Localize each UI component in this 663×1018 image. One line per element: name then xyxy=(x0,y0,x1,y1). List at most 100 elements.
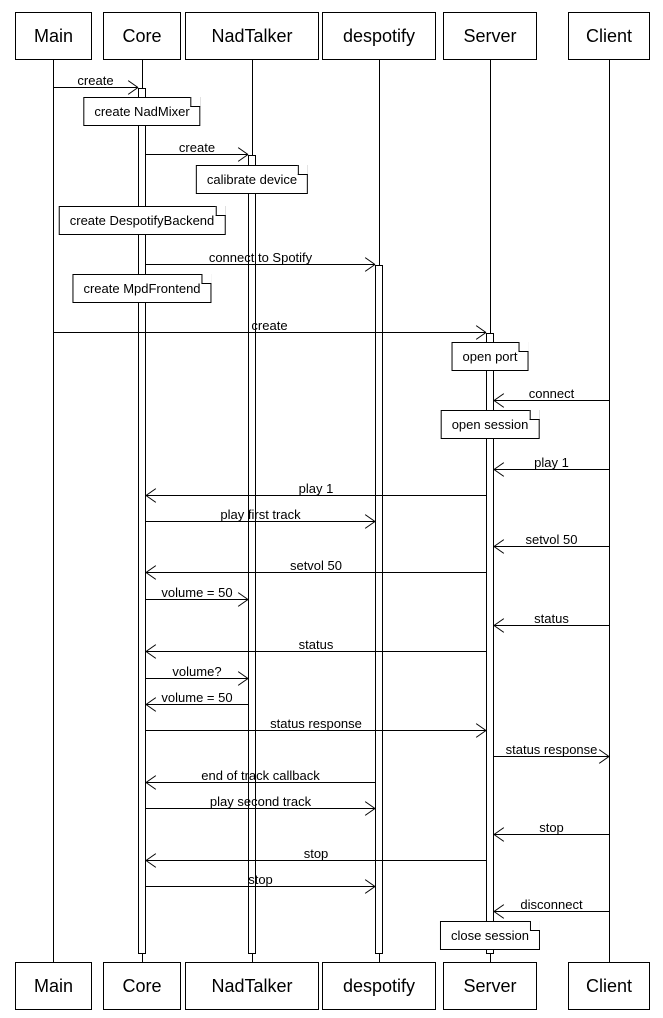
message-line xyxy=(146,704,248,705)
message-line xyxy=(146,808,375,809)
arrowhead-icon xyxy=(493,400,505,408)
message-line xyxy=(494,911,609,912)
arrowhead-icon xyxy=(493,625,505,633)
message-label: volume = 50 xyxy=(161,690,233,705)
message-line xyxy=(494,546,609,547)
message-line xyxy=(53,87,138,88)
arrowhead-icon xyxy=(475,730,487,738)
message-label: play 1 xyxy=(534,455,569,470)
actor-top-client: Client xyxy=(568,12,650,60)
message-04-connect: connect xyxy=(493,384,609,408)
note-text: open session xyxy=(451,417,529,432)
actor-bottom-server: Server xyxy=(443,962,537,1010)
arrowhead-icon xyxy=(237,599,249,607)
message-00-create: create xyxy=(53,71,139,95)
activation-server xyxy=(486,333,494,954)
activation-despotify xyxy=(375,265,383,954)
message-14-volume-50-return: volume = 50 xyxy=(145,688,248,712)
arrowhead-icon xyxy=(364,886,376,894)
message-label: play second track xyxy=(209,794,312,809)
message-label: status xyxy=(298,637,334,652)
message-label: create xyxy=(251,318,288,333)
actor-bottom-client: Client xyxy=(568,962,650,1010)
arrowhead-icon xyxy=(237,154,249,162)
lifeline-main xyxy=(53,60,54,962)
message-12-status: status xyxy=(145,635,486,659)
actor-bottom-main: Main xyxy=(15,962,92,1010)
message-label: volume = 50 xyxy=(161,585,233,600)
message-21-stop: stop xyxy=(146,870,376,894)
note-create-despotifybackend: create DespotifyBackend xyxy=(58,206,226,235)
message-label: status response xyxy=(270,716,362,731)
message-label: volume? xyxy=(172,664,222,679)
actor-top-main: Main xyxy=(15,12,92,60)
message-line xyxy=(146,495,486,496)
message-label: status xyxy=(534,611,569,626)
message-07-play-first-track: play first track xyxy=(146,505,376,529)
message-label: play 1 xyxy=(298,481,334,496)
message-line xyxy=(146,678,248,679)
arrowhead-icon xyxy=(598,756,610,764)
message-label: create xyxy=(77,73,114,88)
message-label: stop xyxy=(303,846,329,861)
message-line xyxy=(146,521,375,522)
message-16-status-response: status response xyxy=(494,740,610,764)
note-text: close session xyxy=(450,928,530,943)
note-fold-icon xyxy=(530,921,541,931)
arrowhead-icon xyxy=(493,834,505,842)
message-line xyxy=(146,154,248,155)
message-01-create: create xyxy=(146,138,249,162)
message-line xyxy=(494,625,609,626)
message-line xyxy=(146,860,486,861)
arrowhead-icon xyxy=(145,651,157,659)
message-label: setvol 50 xyxy=(525,532,578,547)
message-05-play-1: play 1 xyxy=(493,453,609,477)
arrowhead-icon xyxy=(493,469,505,477)
message-label: play first track xyxy=(220,507,301,522)
note-fold-icon xyxy=(518,342,529,352)
message-line xyxy=(146,730,486,731)
note-text: create MpdFrontend xyxy=(83,281,201,296)
note-open-port: open port xyxy=(451,342,529,371)
note-fold-icon xyxy=(201,274,212,284)
note-text: create DespotifyBackend xyxy=(69,213,215,228)
arrowhead-icon xyxy=(145,704,157,712)
note-fold-icon xyxy=(190,97,201,107)
message-09-setvol-50: setvol 50 xyxy=(145,556,486,580)
arrowhead-icon xyxy=(475,332,487,340)
message-label: setvol 50 xyxy=(289,558,343,573)
message-label: stop xyxy=(539,820,564,835)
message-line xyxy=(146,782,375,783)
message-label: end of track callback xyxy=(201,768,320,783)
message-18-play-second-track: play second track xyxy=(146,792,376,816)
message-line xyxy=(494,400,609,401)
note-text: calibrate device xyxy=(206,172,298,187)
arrowhead-icon xyxy=(145,782,157,790)
actor-top-nadtalker: NadTalker xyxy=(185,12,319,60)
message-17-end-of-track-callback: end of track callback xyxy=(145,766,375,790)
arrowhead-icon xyxy=(493,546,505,554)
message-label: create xyxy=(178,140,216,155)
actor-top-core: Core xyxy=(103,12,181,60)
activation-core xyxy=(138,88,146,954)
arrowhead-icon xyxy=(145,860,157,868)
message-20-stop: stop xyxy=(145,844,486,868)
arrowhead-icon xyxy=(493,911,505,919)
message-line xyxy=(146,886,375,887)
message-line xyxy=(494,756,609,757)
note-text: open port xyxy=(462,349,518,364)
message-line xyxy=(146,651,486,652)
message-13-volume-query: volume? xyxy=(146,662,249,686)
note-fold-icon xyxy=(215,206,226,216)
arrowhead-icon xyxy=(237,678,249,686)
actor-bottom-core: Core xyxy=(103,962,181,1010)
message-label: status response xyxy=(505,742,598,757)
message-15-status-response: status response xyxy=(146,714,487,738)
note-create-nadmixer: create NadMixer xyxy=(83,97,201,126)
arrowhead-icon xyxy=(364,264,376,272)
note-open-session: open session xyxy=(440,410,540,439)
message-02-connect-to-spotify: connect to Spotify xyxy=(146,248,376,272)
message-08-setvol-50: setvol 50 xyxy=(493,530,609,554)
note-create-mpdfrontend: create MpdFrontend xyxy=(72,274,212,303)
